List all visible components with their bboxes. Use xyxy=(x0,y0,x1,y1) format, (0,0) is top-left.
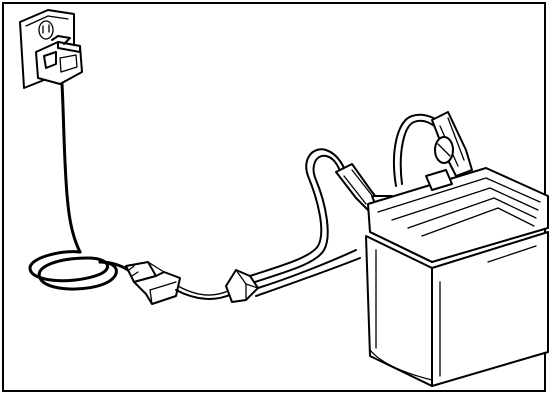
cord-connector xyxy=(126,262,180,304)
battery xyxy=(366,168,548,386)
charger-cord xyxy=(30,84,128,289)
